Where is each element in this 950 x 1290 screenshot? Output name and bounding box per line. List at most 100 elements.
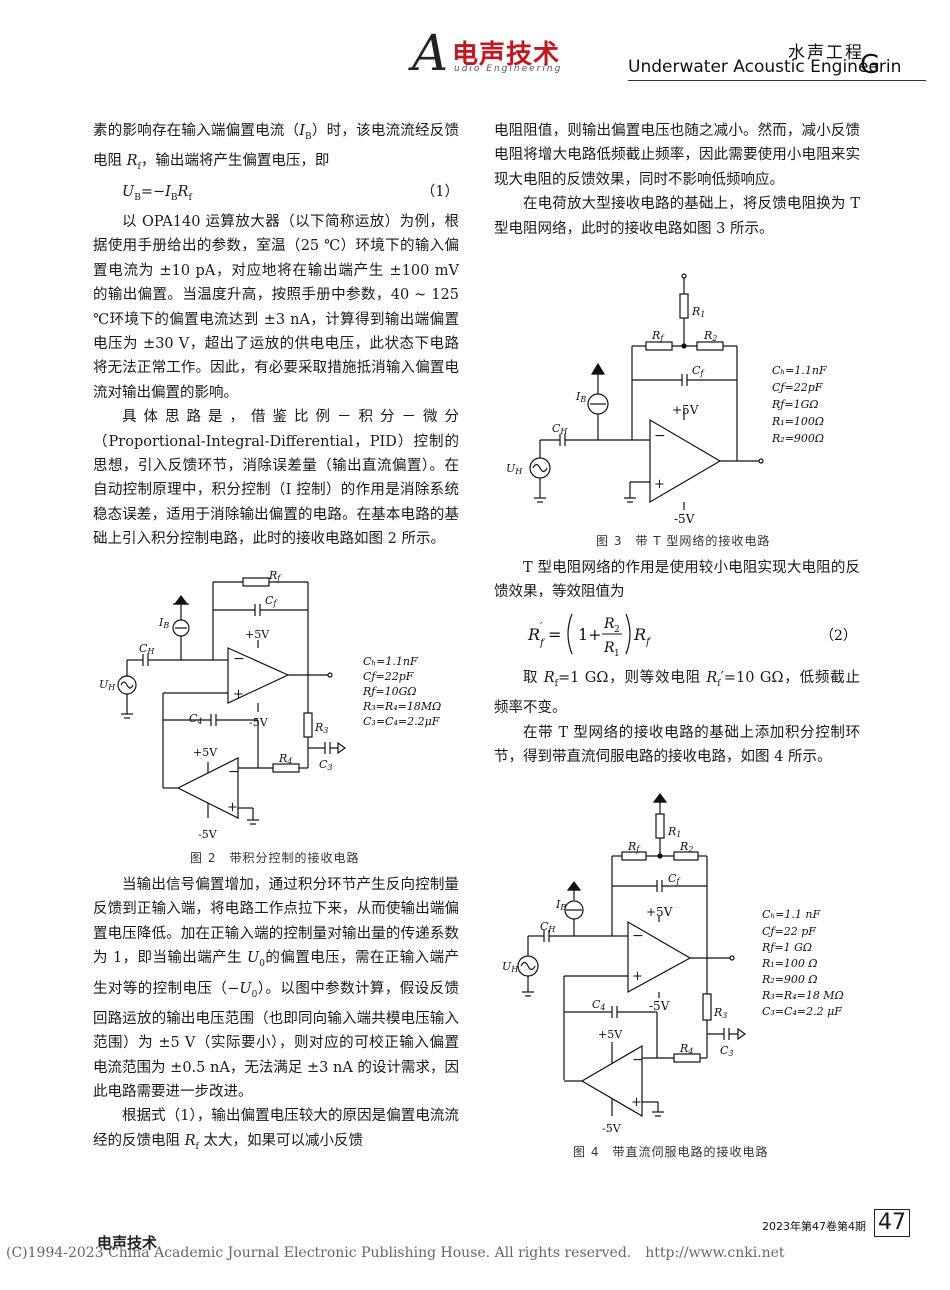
svg-text:Rf: Rf bbox=[651, 329, 665, 343]
figure-2-caption: 图 2 带积分控制的接收电路 bbox=[190, 851, 360, 865]
svg-text:1+: 1+ bbox=[578, 625, 602, 644]
page-number: 47 bbox=[874, 1209, 910, 1237]
svg-text:Rƒ=1 GΩ: Rƒ=1 GΩ bbox=[761, 941, 812, 954]
svg-text:Cƒ=22pF: Cƒ=22pF bbox=[363, 670, 414, 683]
logo-letter: A bbox=[412, 24, 449, 82]
svg-text:R1: R1 bbox=[691, 305, 705, 319]
svg-text:C4: C4 bbox=[189, 712, 203, 726]
svg-text:C₃=C₄=2.2 μF: C₃=C₄=2.2 μF bbox=[762, 1005, 842, 1018]
right-column-lower: 取 Rf=1 GΩ，则等效电阻 Rf′=10 GΩ，低频截止频率不变。 在带 T… bbox=[494, 666, 860, 770]
paragraph: 具体思路是，借鉴比例－积分－微分（Proportional-Integral-D… bbox=[93, 409, 459, 548]
right-column-mid: T 型电阻网络的作用是使用较小电阻实现大电阻的反馈效果，等效阻值为 bbox=[494, 556, 860, 605]
svg-text:R: R bbox=[603, 616, 615, 632]
left-column-lower: 当输出信号偏置增加，通过积分环节产生反向控制量反馈到正输入端，将电路工作点拉下来… bbox=[93, 873, 459, 1159]
svg-text:1: 1 bbox=[614, 649, 620, 659]
svg-text:R1: R1 bbox=[667, 825, 681, 839]
footer-issue: 2023年第47卷第4期 bbox=[762, 1220, 866, 1233]
svg-text:IB: IB bbox=[575, 390, 586, 404]
svg-text:Cƒ=22pF: Cƒ=22pF bbox=[772, 381, 823, 394]
right-column: 电阻阻值，则输出偏置电压也随之减小。然而，减小反馈电阻将增大电路低频截止频率，因… bbox=[494, 119, 860, 241]
svg-text:R2: R2 bbox=[679, 840, 693, 854]
svg-text:-5V: -5V bbox=[249, 716, 269, 729]
paragraph: 以 OPA140 运算放大器（以下简称运放）为例，根据使用手册给出的参数，室温（… bbox=[93, 213, 459, 401]
svg-text:Rƒ=10GΩ: Rƒ=10GΩ bbox=[362, 685, 416, 698]
svg-text:R: R bbox=[603, 640, 615, 656]
svg-text:-5V: -5V bbox=[649, 999, 670, 1013]
svg-text:R: R bbox=[633, 625, 646, 644]
figure-4-circuit: R1 Rf R2 Cf − + +5V -5V IB CH UH bbox=[502, 793, 844, 1135]
svg-text:-5V: -5V bbox=[602, 1122, 622, 1135]
main-opamp bbox=[649, 418, 722, 504]
svg-text:+: + bbox=[631, 1095, 642, 1110]
paragraph: 根据式（1），输出偏置电压较大的原因是偏置电流流经的反馈电阻 Rf 太大，如果可… bbox=[93, 1108, 459, 1152]
svg-text:R: R bbox=[527, 625, 540, 644]
svg-text:+5V: +5V bbox=[245, 628, 270, 641]
svg-text:−: − bbox=[228, 764, 240, 780]
svg-text:-5V: -5V bbox=[198, 828, 218, 841]
svg-text:R₂=900Ω: R₂=900Ω bbox=[771, 432, 824, 445]
svg-text:R₁=100Ω: R₁=100Ω bbox=[771, 415, 824, 428]
svg-text:+: + bbox=[227, 800, 238, 815]
main-opamp bbox=[627, 920, 692, 994]
figure-3-caption: 图 3 带 T 型网络的接收电路 bbox=[596, 534, 771, 548]
equation-2: R f ′ = 1+ R 2 R 1 R f （2） bbox=[527, 613, 857, 659]
equation-1: UB=−IBRf （1） bbox=[93, 180, 459, 210]
figure-3-circuit: R1 Rf R2 Cf − + +5V -5V IB CH UH Cₕ=1. bbox=[506, 273, 827, 526]
svg-text:2: 2 bbox=[614, 625, 620, 635]
equation-number: （1） bbox=[420, 183, 459, 200]
svg-text:C3: C3 bbox=[720, 1044, 734, 1058]
svg-text:CH: CH bbox=[552, 422, 568, 436]
svg-text:+5V: +5V bbox=[672, 403, 699, 417]
svg-text:′: ′ bbox=[540, 620, 543, 633]
svg-text:CH: CH bbox=[139, 642, 155, 656]
svg-text:Cₕ=1.1 nF: Cₕ=1.1 nF bbox=[762, 908, 820, 921]
svg-text:R2: R2 bbox=[703, 329, 717, 343]
journal-logo-en: udio Engineering bbox=[454, 64, 563, 74]
svg-text:R₃=R₄=18MΩ: R₃=R₄=18MΩ bbox=[362, 700, 441, 713]
svg-text:R3: R3 bbox=[713, 1006, 727, 1020]
svg-text:−: − bbox=[654, 428, 666, 444]
integrator-opamp bbox=[580, 1044, 643, 1118]
svg-text:f: f bbox=[645, 637, 652, 648]
svg-text:Cₕ=1.1nF: Cₕ=1.1nF bbox=[363, 655, 418, 668]
section-title-en: Underwater Acoustic Engineerin bbox=[628, 57, 902, 77]
svg-text:Cf: Cf bbox=[692, 364, 705, 378]
paragraph: T 型电阻网络的作用是使用较小电阻实现大电阻的反馈效果，等效阻值为 bbox=[494, 560, 860, 601]
left-column: 素的影响存在输入端偏置电流（IB）时，该电流流经反馈电阻 Rf，输出端将产生偏置… bbox=[93, 119, 459, 552]
svg-text:UH: UH bbox=[99, 678, 116, 692]
svg-text:+5V: +5V bbox=[193, 746, 218, 759]
svg-text:R₃=R₄=18 MΩ: R₃=R₄=18 MΩ bbox=[761, 989, 844, 1002]
main-opamp bbox=[227, 647, 290, 704]
svg-text:+5V: +5V bbox=[646, 905, 673, 919]
svg-text:+: + bbox=[233, 687, 244, 702]
svg-text:+: + bbox=[632, 969, 643, 984]
paragraph: 电阻阻值，则输出偏置电压也随之减小。然而，减小反馈电阻将增大电路低频截止频率，因… bbox=[494, 123, 860, 188]
svg-text:−: − bbox=[632, 1052, 644, 1068]
svg-text:（2）: （2） bbox=[820, 628, 857, 644]
paragraph: 取 Rf=1 GΩ，则等效电阻 Rf′=10 GΩ，低频截止频率不变。 bbox=[494, 670, 860, 717]
svg-text:f: f bbox=[539, 638, 546, 649]
footer-journal: 电声技术 bbox=[97, 1234, 158, 1252]
svg-text:C3: C3 bbox=[319, 758, 333, 772]
svg-text:IB: IB bbox=[555, 898, 566, 912]
paragraph: 当输出信号偏置增加，通过积分环节产生反向控制量反馈到正输入端，将电路工作点拉下来… bbox=[93, 877, 459, 1101]
copyright-notice: (C)1994-2023 China Academic Journal Elec… bbox=[6, 1245, 785, 1261]
svg-text:Rf: Rf bbox=[268, 569, 282, 583]
svg-text:Cf: Cf bbox=[668, 872, 681, 886]
svg-text:R₁=100 Ω: R₁=100 Ω bbox=[761, 957, 818, 970]
svg-text:Rƒ=1GΩ: Rƒ=1GΩ bbox=[771, 398, 818, 411]
svg-text:R₂=900 Ω: R₂=900 Ω bbox=[761, 973, 818, 986]
svg-text:Cf: Cf bbox=[265, 594, 278, 608]
journal-logo: 电声技术 bbox=[452, 40, 561, 70]
svg-text:−: − bbox=[233, 651, 245, 667]
svg-text:+5V: +5V bbox=[598, 1028, 623, 1041]
section-title-tail: G bbox=[860, 50, 881, 80]
svg-text:−: − bbox=[632, 928, 644, 944]
paragraph: 在电荷放大型接收电路的基础上，将反馈电阻换为 T 型电阻网络，此时的接收电路如图… bbox=[494, 196, 860, 237]
figure-4-caption: 图 4 带直流伺服电路的接收电路 bbox=[573, 1145, 769, 1159]
svg-text:R3: R3 bbox=[314, 721, 328, 735]
svg-text:C₃=C₄=2.2μF: C₃=C₄=2.2μF bbox=[363, 715, 440, 728]
svg-text:UH: UH bbox=[506, 462, 523, 476]
svg-text:=: = bbox=[548, 625, 561, 644]
svg-text:+: + bbox=[654, 477, 665, 492]
